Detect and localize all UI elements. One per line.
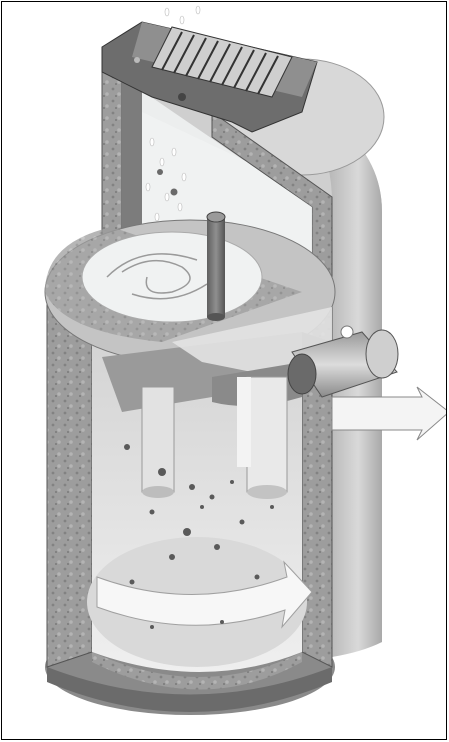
inlet-pipe: [207, 212, 225, 321]
